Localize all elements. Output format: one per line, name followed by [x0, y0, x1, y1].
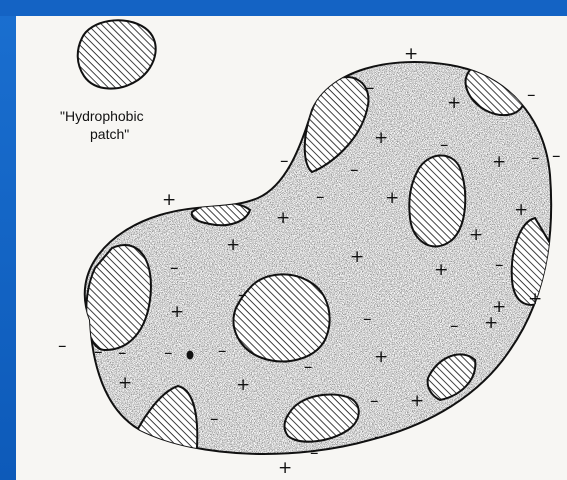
minus-charge: – [366, 78, 375, 98]
minus-charge: – [531, 148, 540, 168]
minus-charge: – [440, 135, 449, 155]
plus-charge: + [528, 289, 542, 309]
minus-charge: – [304, 357, 313, 377]
plus-charge: + [374, 347, 388, 367]
minus-charge: – [58, 336, 67, 356]
minus-charge: – [94, 342, 103, 362]
minus-charge: – [238, 285, 247, 305]
plus-charge: + [162, 190, 176, 210]
minus-charge: – [310, 443, 319, 463]
minus-charge: – [350, 160, 359, 180]
plus-charge: + [410, 391, 424, 411]
plus-charge: + [374, 128, 388, 148]
minus-charge: – [316, 187, 325, 207]
plus-charge: + [484, 313, 498, 333]
plus-charge: + [170, 302, 184, 322]
plus-charge: + [226, 235, 240, 255]
minus-charge: – [495, 255, 504, 275]
minus-charge: – [218, 341, 227, 361]
plus-charge: + [385, 188, 399, 208]
minus-charge: – [374, 427, 383, 447]
minus-charge: – [527, 85, 536, 105]
minus-charge: – [118, 343, 127, 363]
plus-charge: + [469, 225, 483, 245]
plus-charge: + [404, 44, 418, 64]
legend-caption-line2: patch" [90, 126, 129, 142]
minus-charge: – [450, 316, 459, 336]
minus-charge: – [363, 309, 372, 329]
plus-charge: + [514, 200, 528, 220]
plus-charge: + [118, 373, 132, 393]
surface-dot [187, 351, 194, 360]
legend-hydrophobic-patch [78, 20, 156, 88]
legend-caption-line1: "Hydrophobic [60, 108, 144, 124]
plus-charge: + [434, 260, 448, 280]
minus-charge: – [170, 258, 179, 278]
plus-charge: + [350, 247, 364, 267]
plus-charge: + [236, 375, 250, 395]
plus-charge: + [276, 208, 290, 228]
plus-charge: + [278, 458, 292, 478]
hydrophobic-patch-center-right [409, 155, 465, 246]
minus-charge: – [370, 391, 379, 411]
minus-charge: – [280, 151, 289, 171]
plus-charge: + [492, 152, 506, 172]
minus-charge: – [552, 146, 561, 166]
plus-charge: + [447, 93, 461, 113]
minus-charge: – [210, 409, 219, 429]
minus-charge: – [164, 343, 173, 363]
